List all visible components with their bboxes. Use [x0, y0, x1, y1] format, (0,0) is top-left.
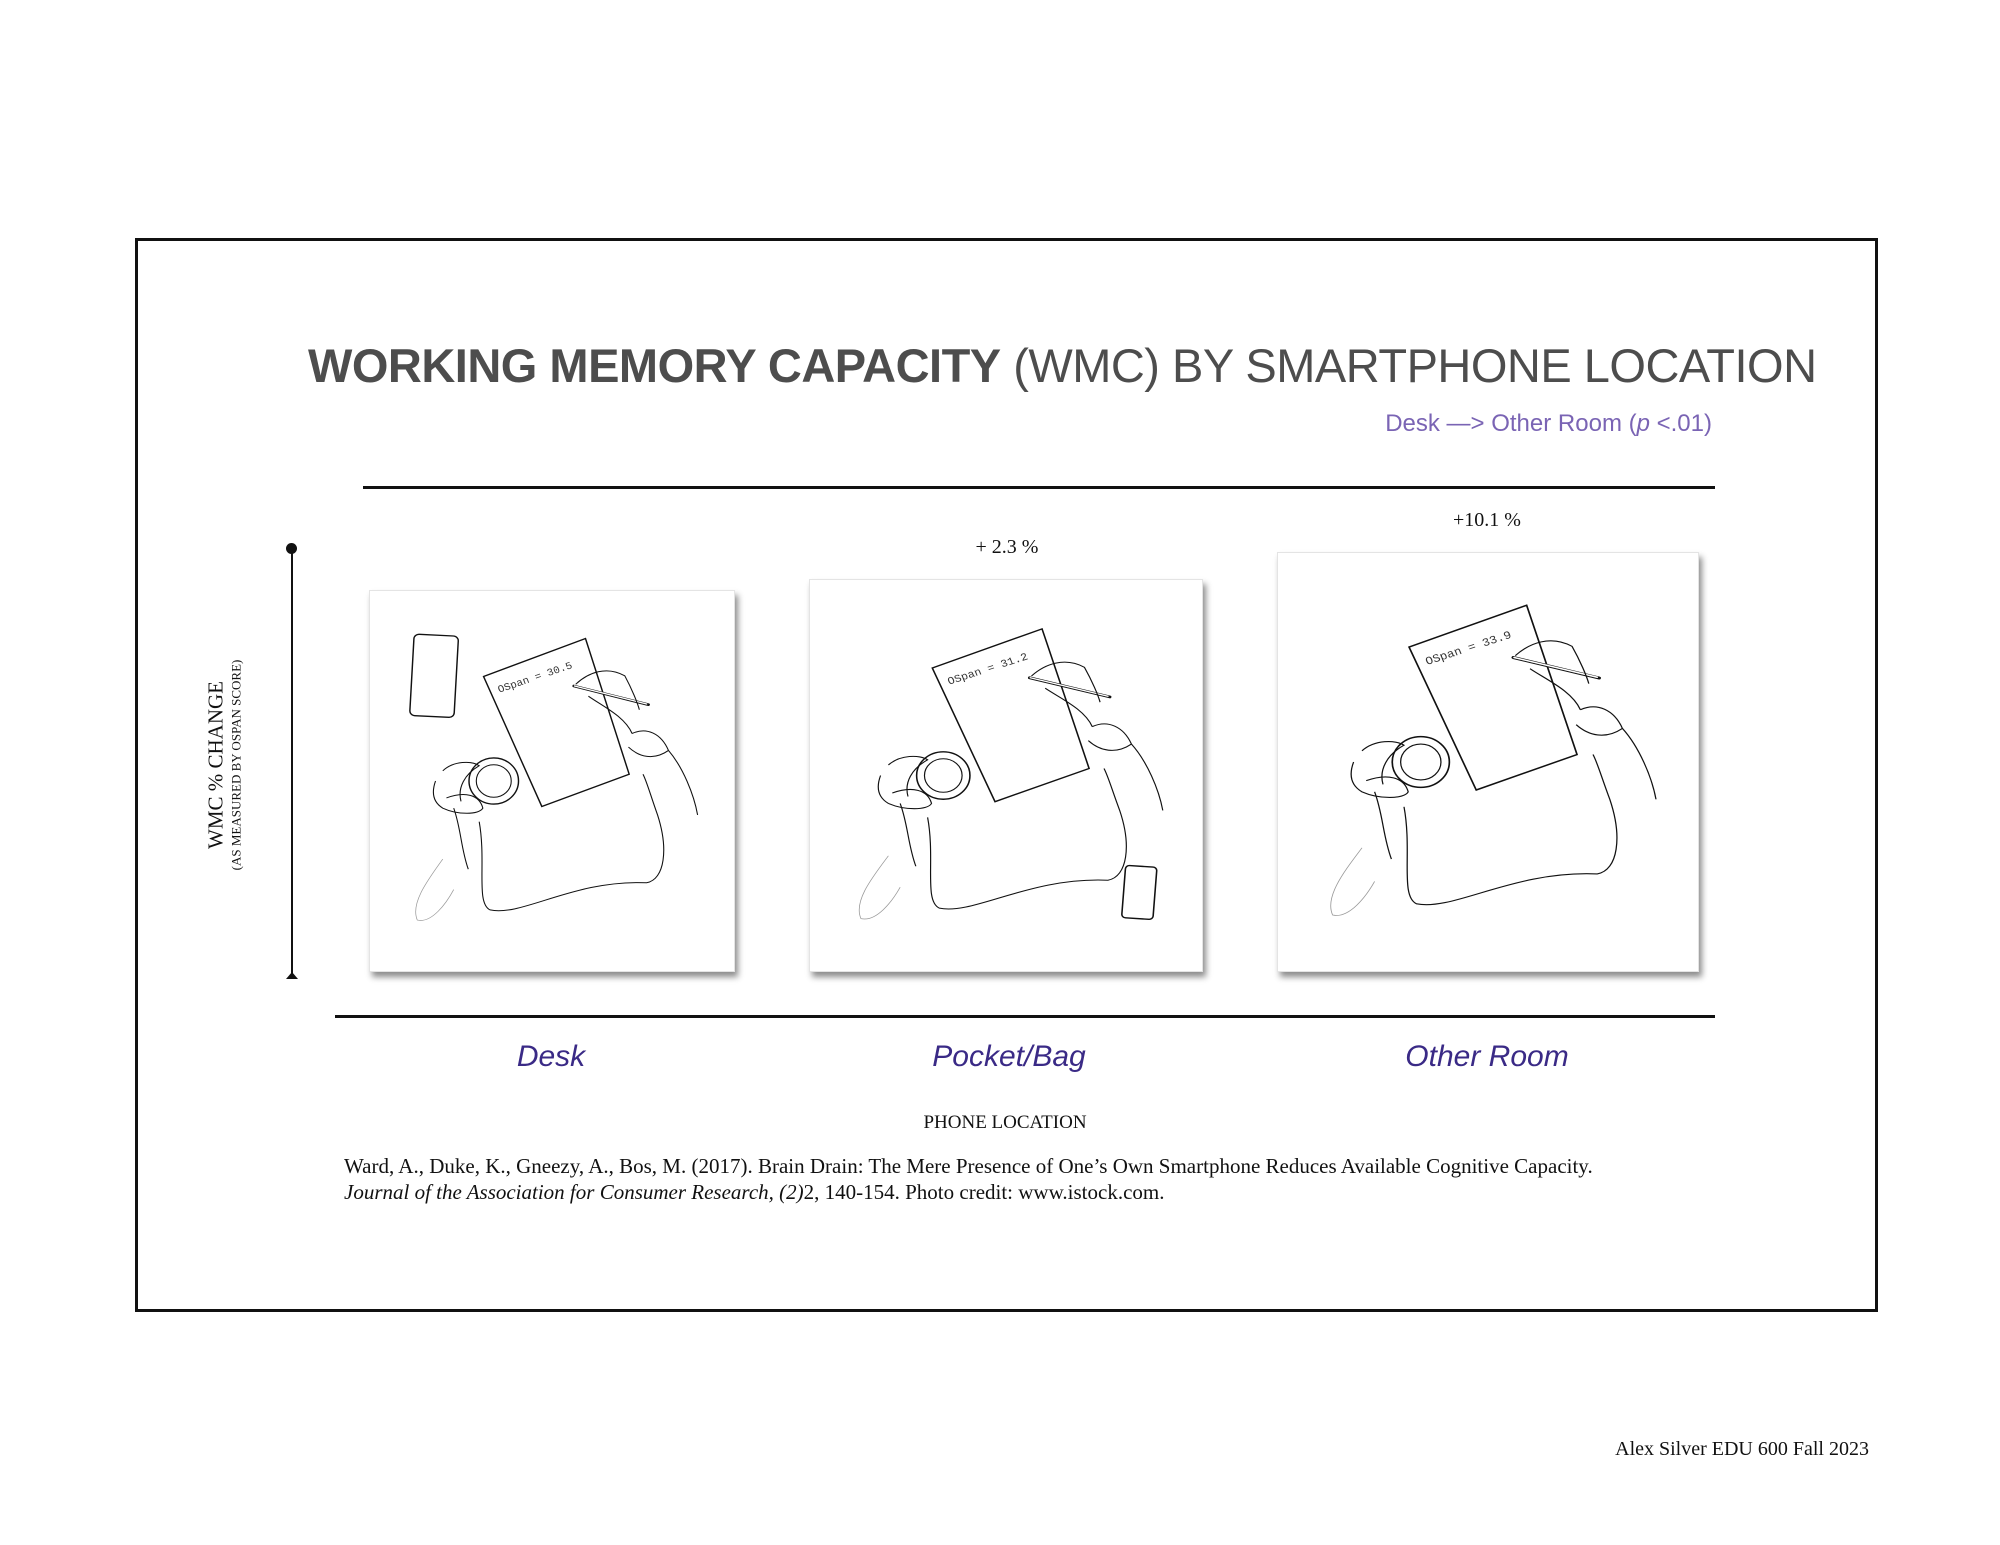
body-outline [1403, 754, 1618, 906]
photo-desk: OSpan = 30.5 [369, 590, 735, 972]
subtitle-text: Desk —> Other Room ( [1385, 410, 1637, 437]
citation-line1: Ward, A., Duke, K., Gneezy, A., Bos, M. … [344, 1154, 1593, 1178]
paper-sheet [931, 627, 1091, 803]
category-label-other-room: Other Room [1405, 1040, 1569, 1073]
subtitle-end: <.01) [1649, 410, 1712, 437]
left-hand [877, 755, 933, 867]
desk-sketch: OSpan = 33.9 [1330, 604, 1657, 916]
coffee-cup [468, 757, 520, 805]
y-axis-top-dot [286, 543, 297, 554]
coffee-cup [1391, 735, 1451, 789]
x-axis-label: PHONE LOCATION [923, 1112, 1087, 1133]
phone-icon [1121, 864, 1158, 921]
y-axis-title: WMC % CHANGE [203, 681, 228, 850]
citation-line2: Journal of the Association for Consumer … [344, 1179, 1593, 1205]
photo-other-room: OSpan = 33.9 [1277, 552, 1699, 972]
phone-icon [409, 633, 459, 718]
right-hand [1031, 661, 1164, 811]
category-label-pocket: Pocket/Bag [932, 1040, 1086, 1073]
desk-sketch: OSpan = 30.5 [409, 633, 699, 921]
y-axis-label: WMC % CHANGE (AS MEASURED BY OSPAN SCORE… [204, 660, 245, 871]
paper-sheet [482, 637, 631, 808]
chart-title: WORKING MEMORY CAPACITY (WMC) BY SMARTPH… [308, 338, 1817, 393]
photo-pocket-bag: OSpan = 31.2 [809, 579, 1203, 972]
category-label-desk: Desk [516, 1040, 586, 1073]
pct-label-pocket: + 2.3 % [975, 536, 1039, 558]
top-rule [363, 486, 1715, 489]
paper-sheet [1407, 604, 1579, 791]
y-axis-line [291, 549, 293, 977]
right-hand [1514, 640, 1657, 800]
subtitle-p: p [1636, 410, 1650, 437]
citation: Ward, A., Duke, K., Gneezy, A., Bos, M. … [344, 1153, 1593, 1205]
body-outline [927, 768, 1127, 910]
x-axis-line [335, 1015, 1715, 1018]
chart-frame [135, 238, 1878, 1312]
citation-journal: Journal of the Association for Consumer … [344, 1180, 804, 1204]
title-bold: WORKING MEMORY CAPACITY [308, 339, 1001, 392]
pct-label-other-room: +10.1 % [1453, 509, 1521, 531]
left-hand [1350, 741, 1409, 860]
y-axis-subtitle: (AS MEASURED BY OSPAN SCORE) [228, 659, 244, 871]
citation-rest: 2, 140-154. Photo credit: www.istock.com… [803, 1180, 1165, 1204]
left-hand [432, 761, 484, 870]
body-outline [478, 773, 665, 912]
right-hand [575, 670, 699, 816]
desk-sketch: OSpan = 31.2 [858, 627, 1164, 921]
coffee-cup [915, 751, 971, 800]
chart-subtitle: Desk —> Other Room (p <.01) [1385, 410, 1712, 438]
footer-credit: Alex Silver EDU 600 Fall 2023 [1615, 1438, 1869, 1460]
y-axis-bottom-marker [286, 972, 298, 979]
title-rest: (WMC) BY SMARTPHONE LOCATION [1000, 339, 1817, 392]
